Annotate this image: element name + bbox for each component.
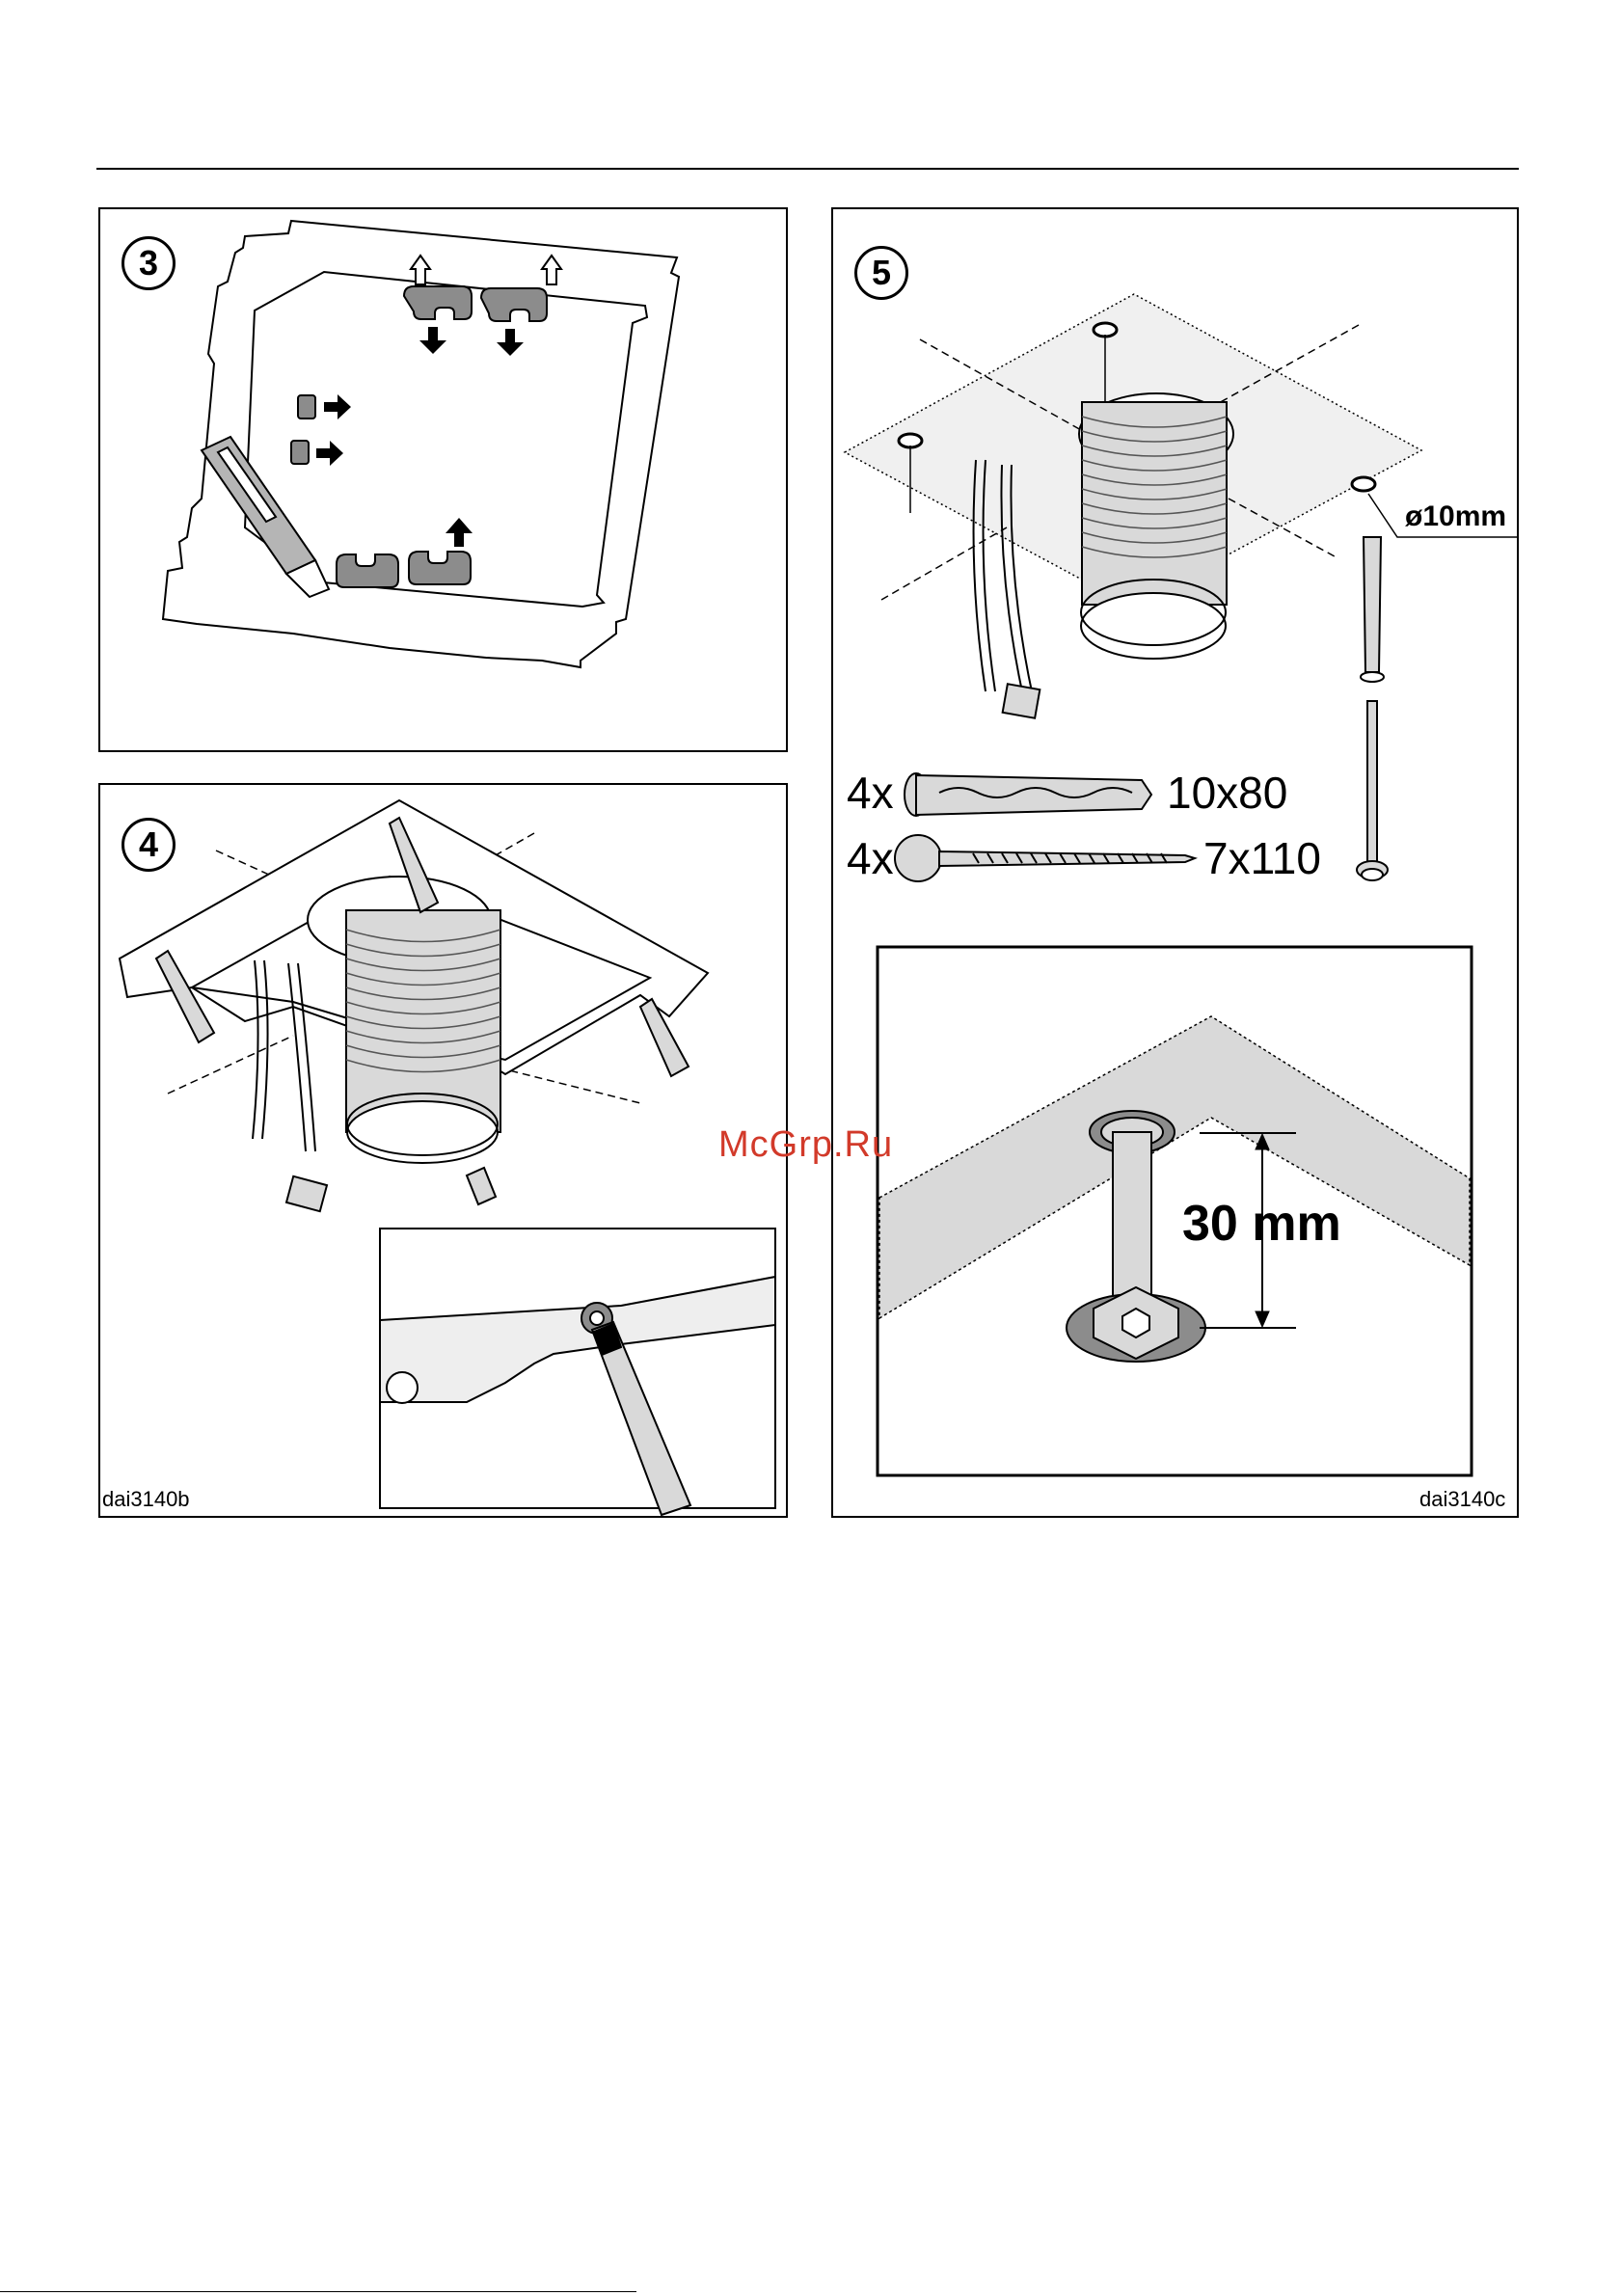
figure-code-left: dai3140b bbox=[102, 1487, 190, 1512]
screw-depth-label: 30 mm bbox=[1182, 1195, 1341, 1253]
screw-size: 7x110 bbox=[1203, 832, 1321, 884]
figure-code-right: dai3140c bbox=[1419, 1487, 1505, 1512]
step-number-3: 3 bbox=[122, 236, 176, 290]
plug-size: 10x80 bbox=[1167, 767, 1287, 819]
header-rule bbox=[96, 168, 1519, 170]
step-number-5: 5 bbox=[854, 246, 908, 300]
horizontal-hex-screw bbox=[895, 835, 1195, 881]
step-3-panel: 3 bbox=[98, 207, 788, 752]
plug-quantity: 4x bbox=[847, 767, 894, 819]
watermark-text: McGrp.Ru bbox=[718, 1124, 893, 1166]
horizontal-wall-plug bbox=[905, 773, 1151, 816]
screw-quantity: 4x bbox=[847, 832, 894, 884]
step-4-panel: 4 dai3140b bbox=[98, 783, 788, 1518]
footer-rule bbox=[0, 2291, 636, 2292]
step-number-4: 4 bbox=[122, 818, 176, 872]
flexible-duct-5 bbox=[1079, 393, 1233, 659]
inset-detail bbox=[380, 1229, 775, 1515]
screw-depth-detail bbox=[878, 947, 1472, 1475]
drill-diameter-label: ø10mm bbox=[1405, 500, 1506, 533]
cable-connector bbox=[286, 1176, 327, 1211]
step-5-illustration bbox=[833, 209, 1517, 1516]
step-5-panel: 5 ø10mm 4x 10x80 4x 7x110 30 mm dai3140c bbox=[831, 207, 1519, 1518]
step-3-illustration bbox=[100, 209, 786, 750]
vertical-anchor bbox=[1357, 537, 1388, 880]
step-4-illustration bbox=[100, 785, 786, 1516]
cable-connector-5 bbox=[1003, 684, 1040, 717]
